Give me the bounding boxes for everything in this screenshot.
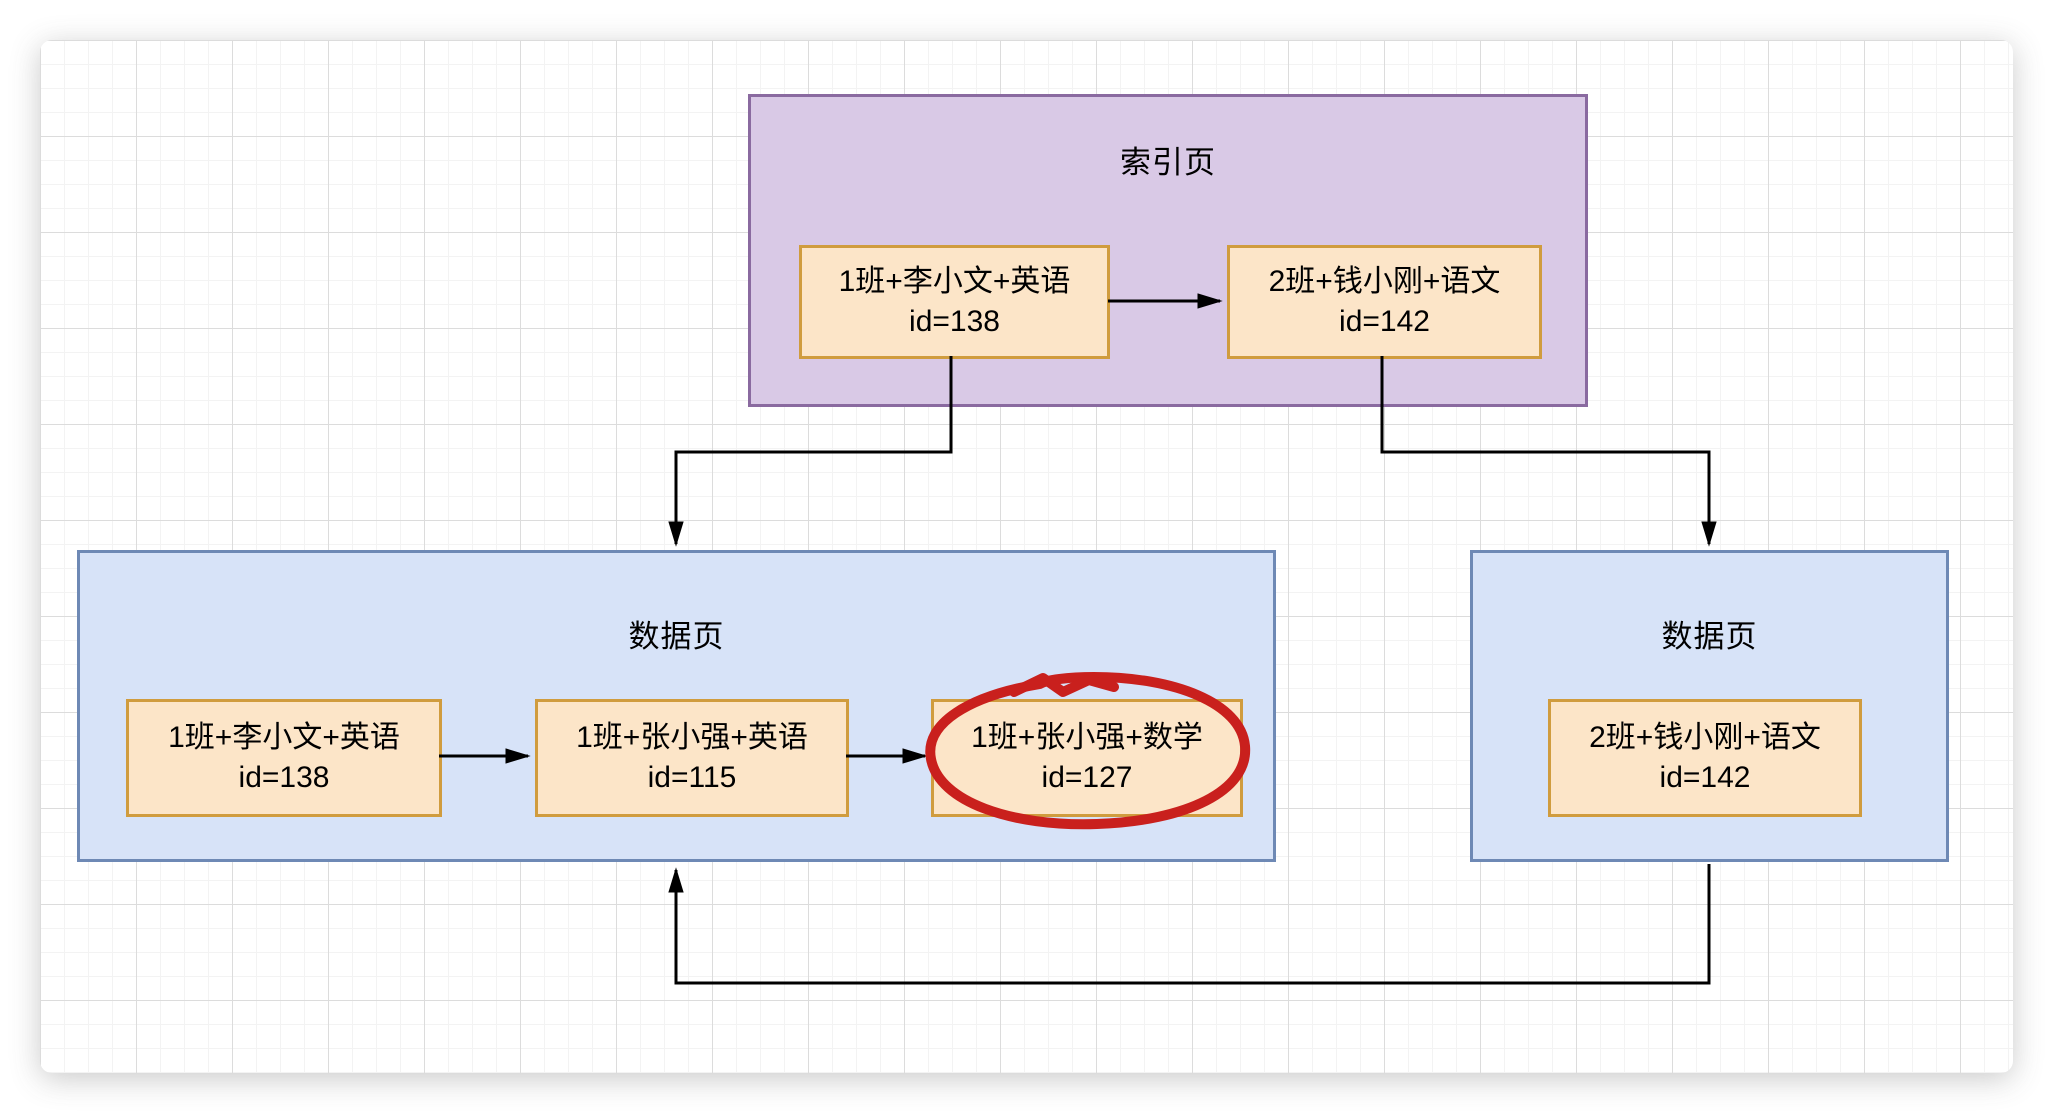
index-record-1-id: id=138 <box>909 305 1000 338</box>
data-page-left-record-3-id: id=127 <box>1041 761 1133 794</box>
data-page-left-record-3: 1班+张小强+数学 id=127 <box>931 699 1243 817</box>
data-page-right-record-1-key: 2班+钱小刚+语文 <box>1589 721 1821 754</box>
data-page-right-record-1-id: id=142 <box>1659 761 1751 794</box>
data-page-right-record-1: 2班+钱小刚+语文 id=142 <box>1548 699 1862 817</box>
data-page-right-title: 数据页 <box>1661 619 1758 654</box>
index-record-2-id: id=142 <box>1339 305 1430 338</box>
index-record-2: 2班+钱小刚+语文 id=142 <box>1227 245 1542 359</box>
data-page-right-node: 数据页 2班+钱小刚+语文 id=142 <box>1470 550 1949 862</box>
data-page-left-title: 数据页 <box>628 619 725 654</box>
data-page-left-record-2-key: 1班+张小强+英语 <box>576 721 808 754</box>
data-page-left-node: 数据页 1班+李小文+英语 id=138 1班+张小强+英语 id=115 1班… <box>77 550 1276 862</box>
index-record-1: 1班+李小文+英语 id=138 <box>799 245 1110 359</box>
data-page-left-record-2-id: id=115 <box>647 761 737 794</box>
index-record-2-key: 2班+钱小刚+语文 <box>1268 265 1501 298</box>
data-page-left-record-1: 1班+李小文+英语 id=138 <box>126 699 442 817</box>
data-page-left-record-1-key: 1班+李小文+英语 <box>168 721 400 754</box>
index-record-1-key: 1班+李小文+英语 <box>838 265 1071 298</box>
data-page-left-record-2: 1班+张小强+英语 id=115 <box>535 699 849 817</box>
index-page-node: 索引页 1班+李小文+英语 id=138 2班+钱小刚+语文 id=142 <box>748 94 1588 407</box>
data-page-left-record-3-key: 1班+张小强+数学 <box>971 721 1203 754</box>
index-page-title: 索引页 <box>1120 145 1216 180</box>
data-page-left-record-1-id: id=138 <box>238 761 330 794</box>
